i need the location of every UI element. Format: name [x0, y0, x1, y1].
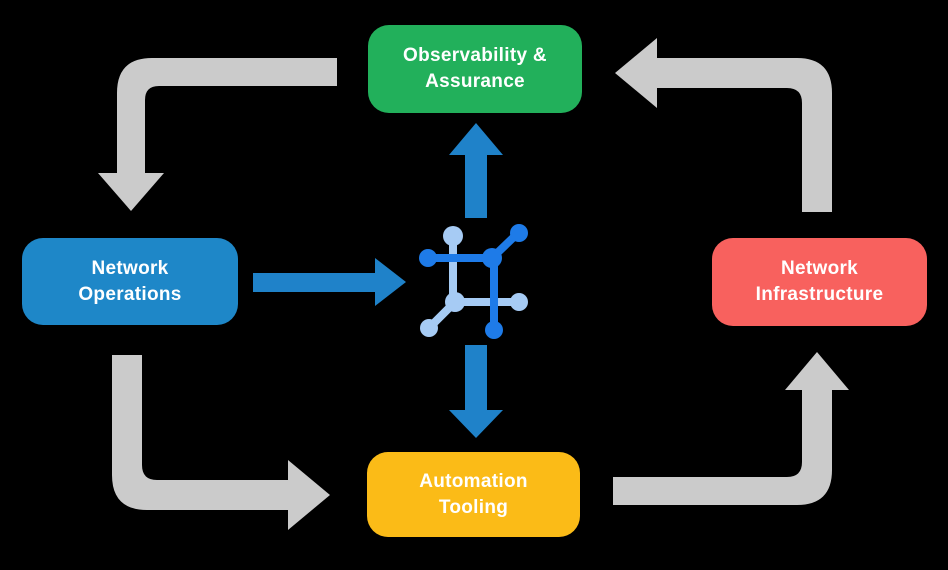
node-label-line: Tooling: [438, 496, 509, 518]
arrow-operations-to-automation: [112, 355, 330, 530]
arrow-core-to-observability: [449, 123, 503, 218]
icon-dot-bottom: [485, 321, 503, 339]
node-network-operations: Network Operations: [22, 238, 238, 325]
icon-dot-top: [443, 226, 463, 246]
icon-dot-left: [419, 249, 437, 267]
icon-joint-bottom-left: [445, 292, 465, 312]
icon-dot-right: [510, 293, 528, 311]
icon-dot-bottom-left: [420, 319, 438, 337]
icon-joint-top-right: [482, 248, 502, 268]
node-label-line: Network: [780, 258, 859, 279]
node-automation-tooling: Automation Tooling: [367, 452, 580, 537]
node-label-line: Observability &: [403, 45, 547, 66]
node-label-line: Operations: [78, 283, 182, 305]
arrow-automation-to-infrastructure: [613, 352, 849, 505]
arrow-observability-to-operations: [98, 58, 337, 211]
arrow-infrastructure-to-observability: [615, 38, 832, 212]
node-observability-assurance: Observability & Assurance: [368, 25, 582, 113]
node-label-line: Automation: [419, 470, 528, 492]
node-label-line: Assurance: [425, 71, 525, 92]
arrow-operations-to-core: [253, 258, 406, 306]
network-node-icon: [419, 224, 528, 339]
node-label-line: Network: [91, 257, 169, 279]
arrow-core-to-automation: [449, 345, 503, 438]
node-label-line: Infrastructure: [755, 284, 884, 305]
icon-dot-top-right: [510, 224, 528, 242]
node-network-infrastructure: Network Infrastructure: [712, 238, 927, 326]
